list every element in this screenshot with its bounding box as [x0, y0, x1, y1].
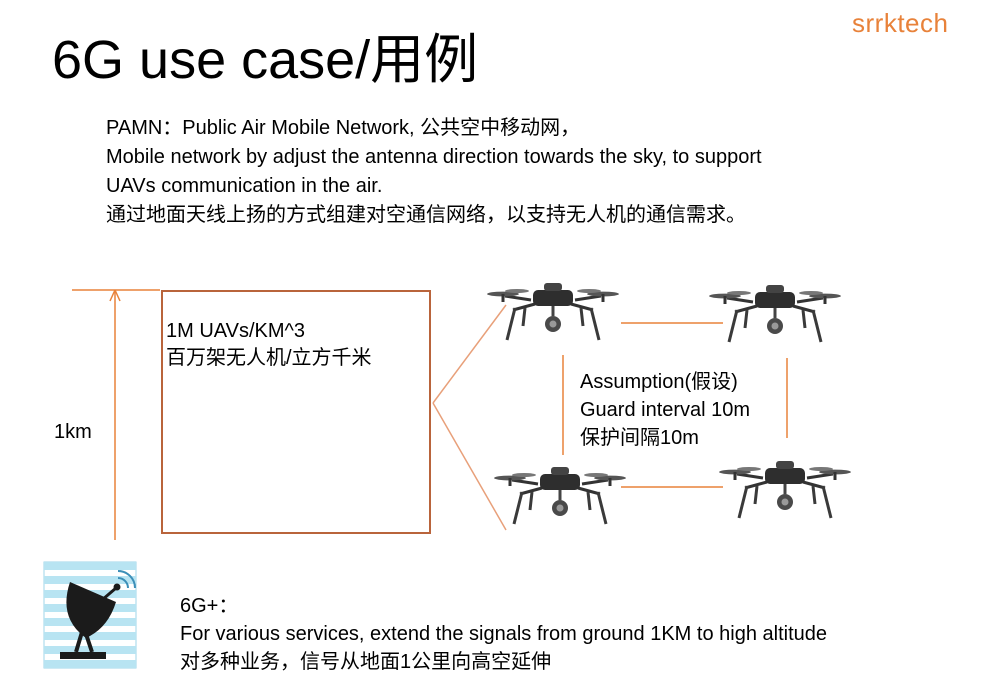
- footer-line: For various services, extend the signals…: [180, 623, 827, 645]
- drone-icon: [485, 281, 621, 342]
- density-line: 1M UAVs/KM^3: [166, 320, 306, 342]
- density-line: 百万架无人机/立方千米: [166, 347, 372, 369]
- density-text: 1M UAVs/KM^3 百万架无人机/立方千米: [166, 318, 372, 372]
- page-title: 6G use case/用例: [52, 30, 479, 90]
- brand-logo: srrktech: [852, 8, 949, 38]
- description-line: UAVs communication in the air.: [106, 175, 383, 197]
- footer-text: 6G+： For various services, extend the si…: [180, 592, 827, 676]
- assumption-line: 保护间隔10m: [580, 427, 699, 449]
- footer-line: 对多种业务，信号从地面1公里向高空延伸: [180, 651, 552, 673]
- assumption-text: Assumption(假设) Guard interval 10m 保护间隔10…: [580, 368, 750, 452]
- height-label: 1km: [54, 421, 92, 443]
- assumption-line: Guard interval 10m: [580, 399, 751, 421]
- satellite-dish-icon: [43, 561, 137, 669]
- footer-line: 6G+：: [180, 595, 239, 617]
- drone-icon: [492, 465, 628, 526]
- zoom-line-bottom: [432, 402, 507, 531]
- up-arrow-icon: [109, 289, 121, 302]
- density-box: [161, 290, 431, 534]
- description-line: 通过地面天线上扬的方式组建对空通信网络，以支持无人机的通信需求。: [106, 204, 746, 226]
- drone-icon: [707, 283, 843, 344]
- description: PAMN：Public Air Mobile Network, 公共空中移动网，…: [106, 114, 762, 230]
- description-line: PAMN：Public Air Mobile Network, 公共空中移动网，: [106, 117, 581, 139]
- zoom-line-top: [432, 304, 507, 404]
- assumption-line: Assumption(假设): [580, 371, 738, 393]
- description-line: Mobile network by adjust the antenna dir…: [106, 146, 762, 168]
- drone-icon: [717, 459, 853, 520]
